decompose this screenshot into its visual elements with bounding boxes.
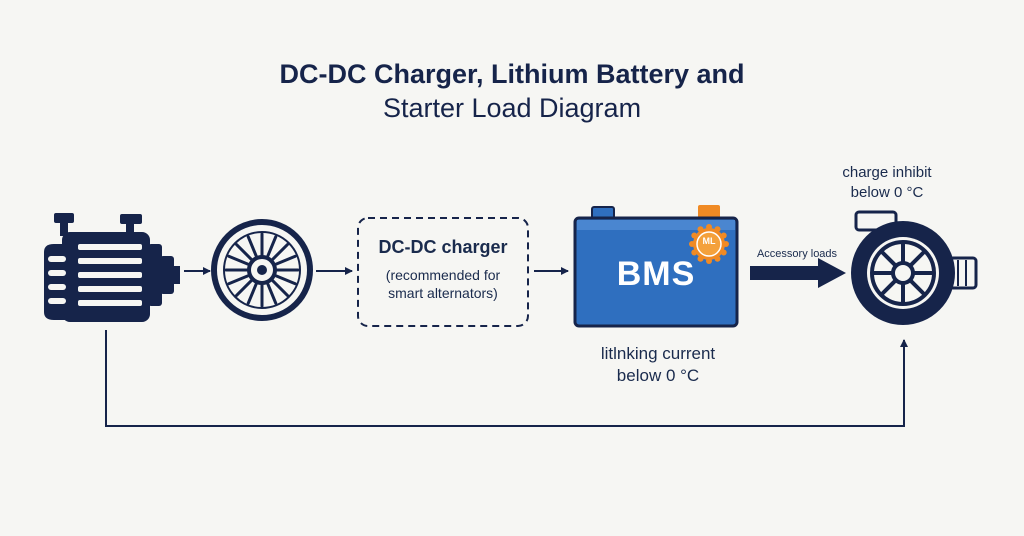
badge-ray [691, 232, 698, 239]
dcdc-charger-title: DC-DC charger [378, 237, 508, 257]
spoke [246, 235, 258, 258]
spoke [908, 278, 926, 296]
spoke [880, 250, 898, 268]
spoke [274, 254, 297, 266]
rectifier-fan-icon [211, 219, 313, 321]
spoke [880, 278, 898, 296]
spoke [246, 282, 258, 305]
starter-inhibit-note-line-2: below 0 °C [850, 184, 924, 201]
accessory-loads-label: Accessory loads [756, 248, 838, 260]
badge-ray [720, 249, 727, 256]
badge-ray [720, 232, 727, 239]
battery-limit-note: litlnking current below 0 °C [568, 343, 748, 387]
spoke [235, 279, 253, 297]
spoke [266, 235, 278, 258]
spoke [271, 279, 289, 297]
badge-ray [691, 249, 698, 256]
arrow-battery-to-starter [750, 258, 846, 288]
battery-limit-note-line-1: litlnking current [600, 344, 716, 363]
alternator-icon [44, 213, 180, 322]
spoke [274, 274, 297, 286]
dcdc-charger-note-line-1: (recommended for [385, 267, 501, 283]
title-line-1: DC-DC Charger, Lithium Battery and [279, 59, 745, 89]
spoke [227, 254, 250, 266]
badge-ray [714, 226, 721, 233]
badge-ray [706, 224, 712, 230]
ground-return-wire [105, 330, 908, 427]
starter-motor-icon [851, 210, 978, 325]
battery-bms-label: BMS [616, 255, 696, 293]
spoke [908, 250, 926, 268]
temperature-badge-text: ML [702, 236, 716, 246]
spoke [235, 243, 253, 261]
starter-inhibit-note: charge inhibit below 0 °C [832, 163, 942, 203]
badge-ray [714, 255, 721, 262]
badge-ray [706, 258, 712, 264]
starter-inhibit-note-line-1: charge inhibit [842, 164, 932, 181]
diagram-title: DC-DC Charger, Lithium Battery and Start… [0, 58, 1024, 126]
temperature-badge-icon [689, 224, 729, 264]
dcdc-charger-note-line-2: smart alternators) [388, 285, 498, 301]
battery-limit-note-line-2: below 0 °C [616, 366, 700, 385]
badge-ray [723, 241, 729, 247]
badge-ray [697, 255, 704, 262]
spoke [266, 282, 278, 305]
dcdc-charger-note: (recommended for smart alternators) [358, 266, 528, 302]
spoke [271, 243, 289, 261]
badge-ray [689, 241, 695, 247]
dcdc-charger-box [357, 217, 529, 327]
badge-ray [697, 226, 704, 233]
spoke [227, 274, 250, 286]
title-line-2: Starter Load Diagram [382, 93, 642, 123]
